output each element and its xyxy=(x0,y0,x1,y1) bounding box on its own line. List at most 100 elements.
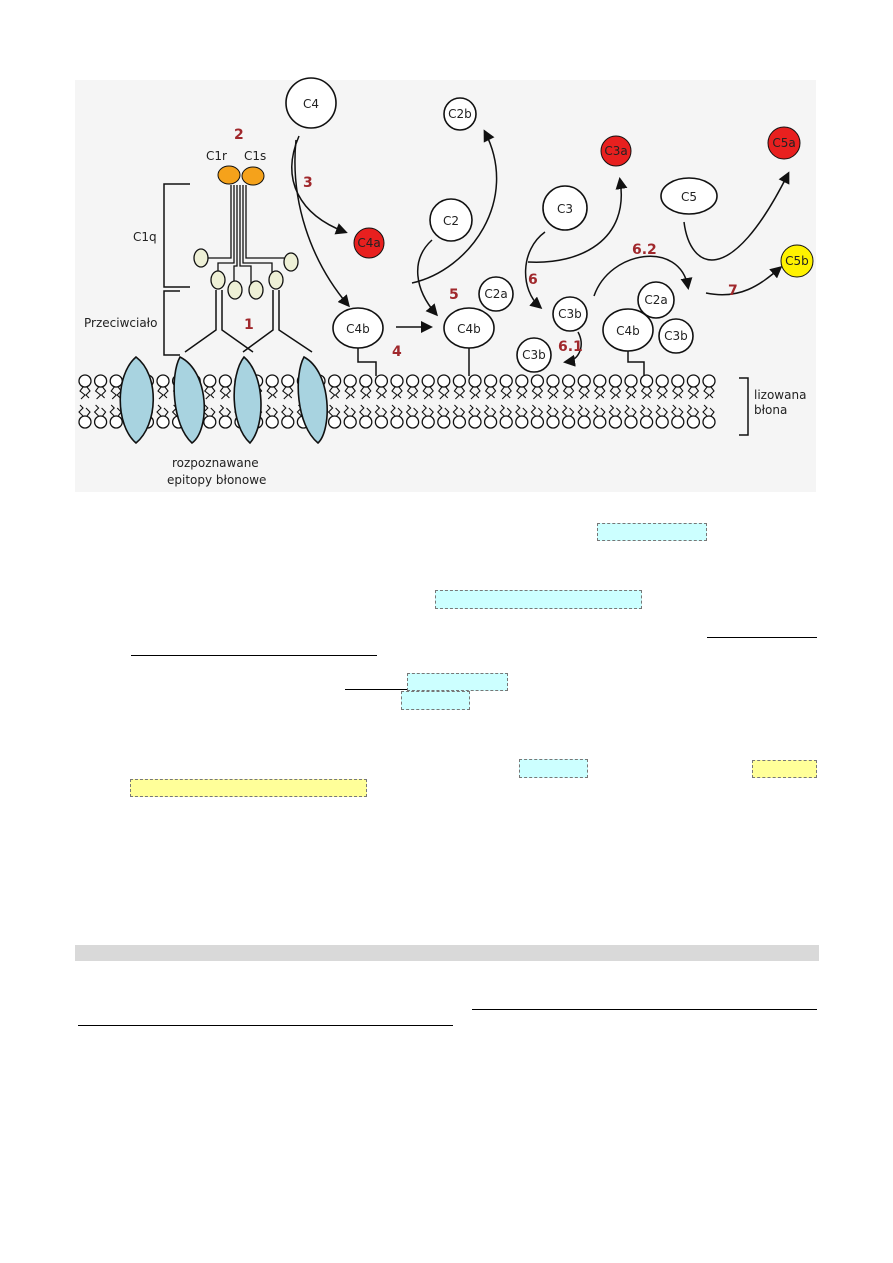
lipid xyxy=(562,386,575,400)
c1s-label: C1s xyxy=(244,149,266,163)
lipid xyxy=(109,374,123,388)
lipid xyxy=(156,374,170,388)
lipid xyxy=(530,374,545,388)
lipid xyxy=(671,374,685,388)
bracket xyxy=(163,183,190,356)
lipid xyxy=(78,404,91,417)
lipid xyxy=(530,415,545,429)
epitopes-label: rozpoznawane xyxy=(172,456,259,470)
highlighted-field xyxy=(597,523,707,541)
lipid xyxy=(608,374,623,388)
c5a-label: C5a xyxy=(772,136,795,150)
lipid xyxy=(484,386,497,400)
lipid xyxy=(483,374,498,388)
lipid xyxy=(546,415,560,429)
lipid xyxy=(203,415,217,429)
lipid xyxy=(422,386,434,400)
lipid xyxy=(546,374,560,388)
lipid xyxy=(156,415,170,429)
underline xyxy=(707,637,817,638)
lipid xyxy=(282,386,294,400)
lipid xyxy=(655,415,669,429)
lipid xyxy=(672,386,684,400)
c4a-label: C4a xyxy=(357,236,380,250)
lipid xyxy=(530,404,544,417)
lipid xyxy=(453,386,466,400)
step-number: 2 xyxy=(234,127,244,143)
c3b-label: C3b xyxy=(522,348,546,362)
step-number: 6 xyxy=(528,272,538,288)
lipid xyxy=(577,415,591,429)
c5b-label: C5b xyxy=(785,254,809,268)
lipid xyxy=(703,386,715,400)
lipid xyxy=(421,374,435,388)
lipid xyxy=(265,415,279,429)
step-number: 7 xyxy=(728,283,738,299)
lipid xyxy=(421,415,435,429)
lipid xyxy=(79,386,91,400)
lipid xyxy=(204,386,216,400)
c1q-label: C1q xyxy=(133,230,157,244)
c1q-globular-heads xyxy=(193,248,299,300)
lipid xyxy=(593,415,607,429)
lipid xyxy=(343,404,356,417)
epitopes-label: epitopy błonowe xyxy=(167,473,266,487)
lipid xyxy=(405,415,420,429)
lipid xyxy=(686,374,701,388)
lipid xyxy=(78,374,92,388)
highlighted-field xyxy=(519,759,588,778)
lipid xyxy=(405,404,419,417)
lipid xyxy=(360,386,372,400)
lipid xyxy=(437,374,451,388)
lipid xyxy=(421,404,434,417)
highlighted-field xyxy=(130,779,367,797)
c4b-label: C4b xyxy=(457,322,481,336)
lipid xyxy=(327,404,341,417)
lipid xyxy=(655,374,669,388)
lipid xyxy=(468,374,482,388)
complement-pathway-diagram: C1r C1s C1q Przeciwciało rozpoznawane ep… xyxy=(75,77,816,492)
c3a-label: C3a xyxy=(604,144,627,158)
highlighted-field xyxy=(407,673,508,691)
lipid xyxy=(625,386,637,400)
lipid xyxy=(343,374,357,388)
lipid xyxy=(93,374,108,388)
lipid xyxy=(93,415,108,429)
step-number: 1 xyxy=(244,317,254,333)
membrane-epitopes xyxy=(119,355,328,445)
c1q-stalks xyxy=(207,185,288,285)
lipid xyxy=(593,374,607,388)
c3b-label: C3b xyxy=(558,307,582,321)
lipid xyxy=(561,374,576,388)
lipid xyxy=(327,415,342,429)
lipid xyxy=(594,386,606,400)
lipid xyxy=(531,386,544,400)
lipid xyxy=(110,386,122,400)
underline xyxy=(472,1009,817,1010)
lipid xyxy=(608,404,622,417)
lipid xyxy=(671,415,685,429)
lipid xyxy=(577,374,591,388)
lipid xyxy=(639,404,653,417)
lipid xyxy=(109,415,123,429)
lipid xyxy=(438,386,450,400)
antibody-label: Przeciwciało xyxy=(84,316,157,330)
lipid xyxy=(702,415,716,429)
underline xyxy=(78,1025,453,1026)
step-number: 3 xyxy=(303,175,313,191)
c3b-label: C3b xyxy=(664,329,688,343)
lipid xyxy=(328,386,341,400)
lipid xyxy=(359,415,373,429)
membrane-anchors xyxy=(357,348,645,376)
lipid xyxy=(203,374,217,388)
lipid xyxy=(281,374,295,388)
lipid xyxy=(94,386,107,400)
lipid xyxy=(390,374,404,388)
lipid xyxy=(468,415,482,429)
lipid xyxy=(452,404,466,417)
lipid xyxy=(624,374,638,388)
lipid xyxy=(78,415,92,429)
membrane-label: błona xyxy=(754,403,787,417)
lipid xyxy=(218,374,233,388)
lipid xyxy=(437,404,450,417)
